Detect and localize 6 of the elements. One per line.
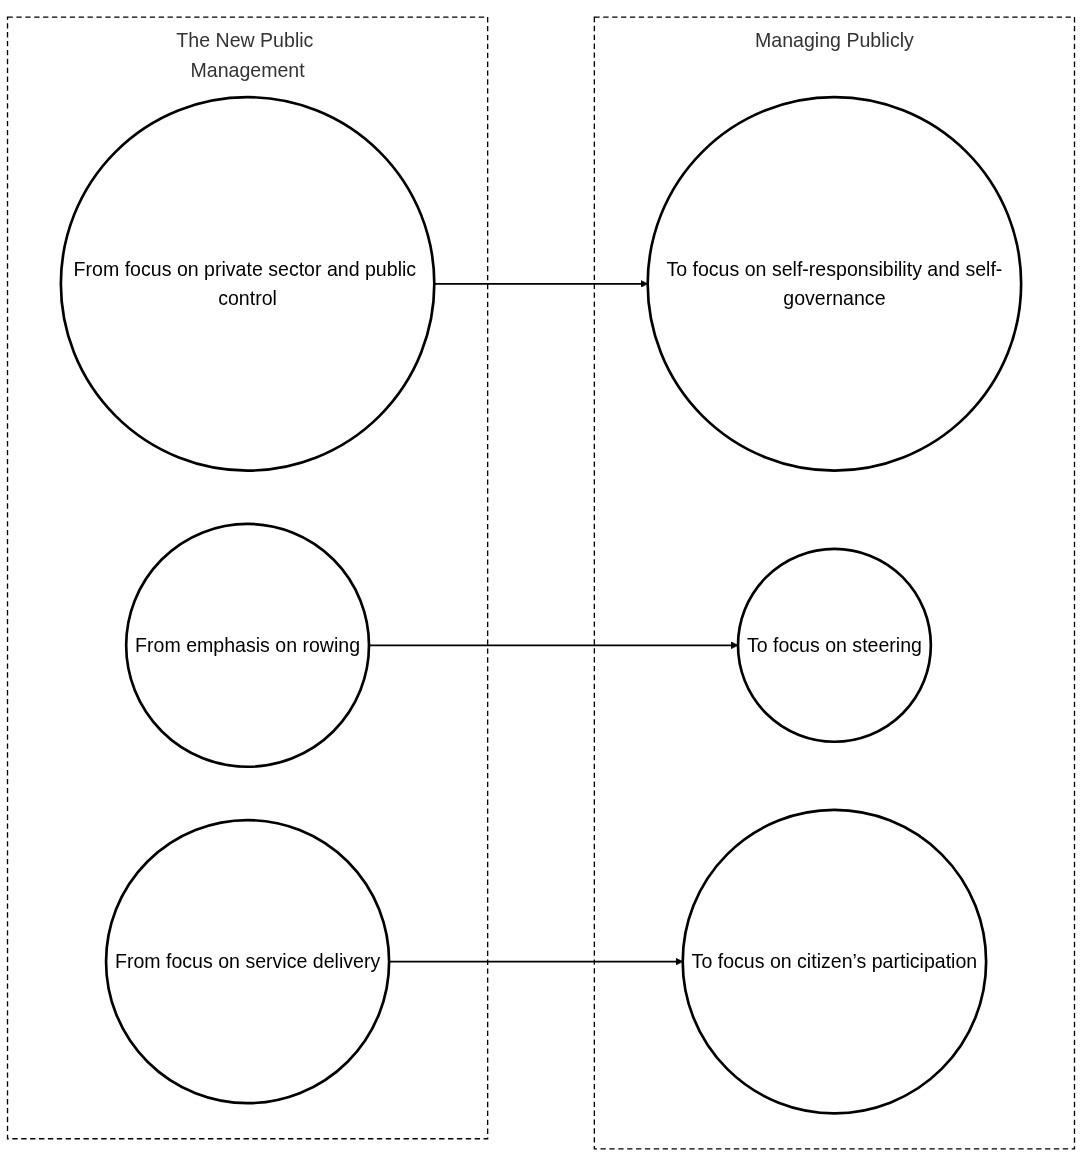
node-circle: To focus on citizen’s participation [681,808,988,1115]
node-circle: To focus on steering [736,547,933,744]
node-circle: From focus on private sector and public control [59,95,436,472]
node-circle: From focus on service delivery [104,818,391,1105]
node-circle: From emphasis on rowing [124,522,371,769]
node-circle: To focus on self-responsibility and self-governance [646,95,1023,472]
